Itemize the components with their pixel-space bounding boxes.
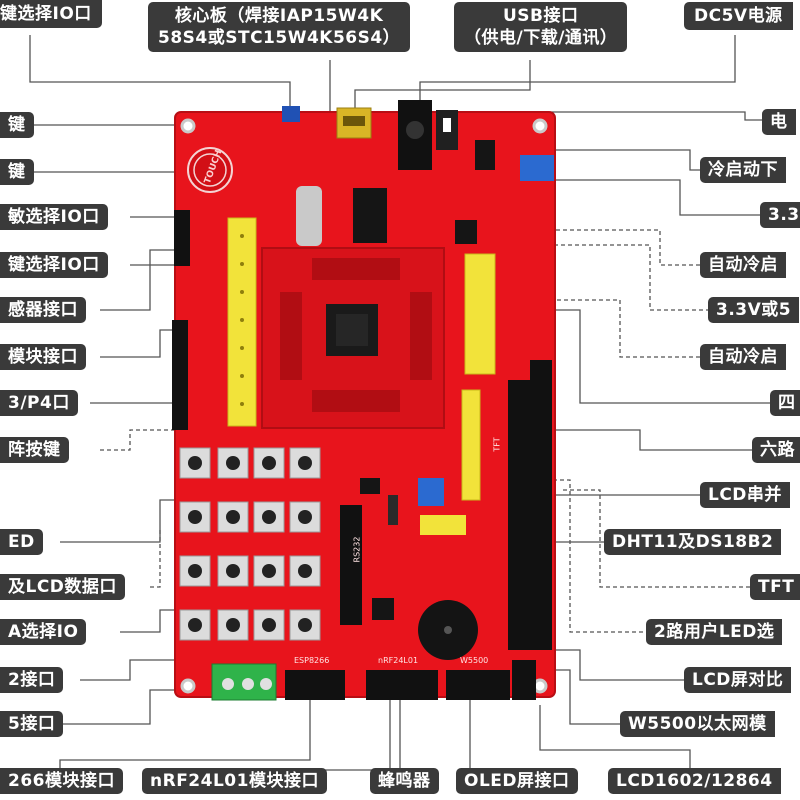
left-label-2: 键 (0, 159, 34, 185)
label-core-board: 核心板（焊接IAP15W4K 58S4或STC15W4K56S4） (148, 2, 411, 52)
left-label-12: 2接口 (0, 667, 64, 693)
right-label-10: DHT11及DS18B2 (604, 529, 782, 555)
right-label-6: 自动冷启 (700, 344, 786, 370)
right-label-7: 四 (770, 390, 800, 416)
right-label-13: LCD屏对比 (684, 667, 792, 693)
right-label-14: W5500以太网模 (620, 711, 775, 737)
silk-nrf: nRF24L01 (378, 656, 419, 665)
label-key-io: 键选择IO口 (0, 0, 102, 28)
right-label-9: LCD串并 (700, 482, 790, 508)
right-label-11: TFT (750, 574, 800, 600)
bottom-label-oled: OLED屏接口 (456, 768, 578, 794)
right-label-1: 电 (762, 109, 796, 135)
left-label-6: 模块接口 (0, 344, 86, 370)
left-label-1: 键 (0, 112, 34, 138)
left-label-7: 3/P4口 (0, 390, 78, 416)
left-label-13: 5接口 (0, 711, 64, 737)
right-label-5: 3.3V或5 (708, 297, 800, 323)
left-label-3: 敏选择IO口 (0, 204, 108, 230)
left-label-5: 感器接口 (0, 297, 86, 323)
left-label-9: ED (0, 529, 43, 555)
left-label-10: 及LCD数据口 (0, 574, 125, 600)
silk-esp: ESP8266 (294, 656, 330, 665)
left-label-4: 键选择IO口 (0, 252, 108, 278)
left-label-8: 阵按键 (0, 437, 69, 463)
bottom-label-nrf: nRF24L01模块接口 (142, 768, 327, 794)
silk-w5500: W5500 (460, 656, 489, 665)
right-label-3: 3.3 (760, 202, 800, 228)
right-label-4: 自动冷启 (700, 252, 786, 278)
right-label-2: 冷启动下 (700, 157, 786, 183)
bottom-label-esp: 266模块接口 (0, 768, 123, 794)
bottom-label-lcd: LCD1602/12864 (608, 768, 781, 794)
label-dc5v: DC5V电源 (684, 2, 793, 30)
right-label-8: 六路 (752, 437, 800, 463)
silk-tft: TFT (492, 437, 502, 452)
silk-rs232: RS232 (352, 536, 362, 563)
bottom-label-buzzer: 蜂鸣器 (370, 768, 439, 794)
key-matrix (179, 447, 321, 641)
right-label-12: 2路用户LED选 (646, 619, 783, 645)
left-label-11: A选择IO (0, 619, 87, 645)
label-usb: USB接口 （供电/下载/通讯） (454, 2, 628, 52)
